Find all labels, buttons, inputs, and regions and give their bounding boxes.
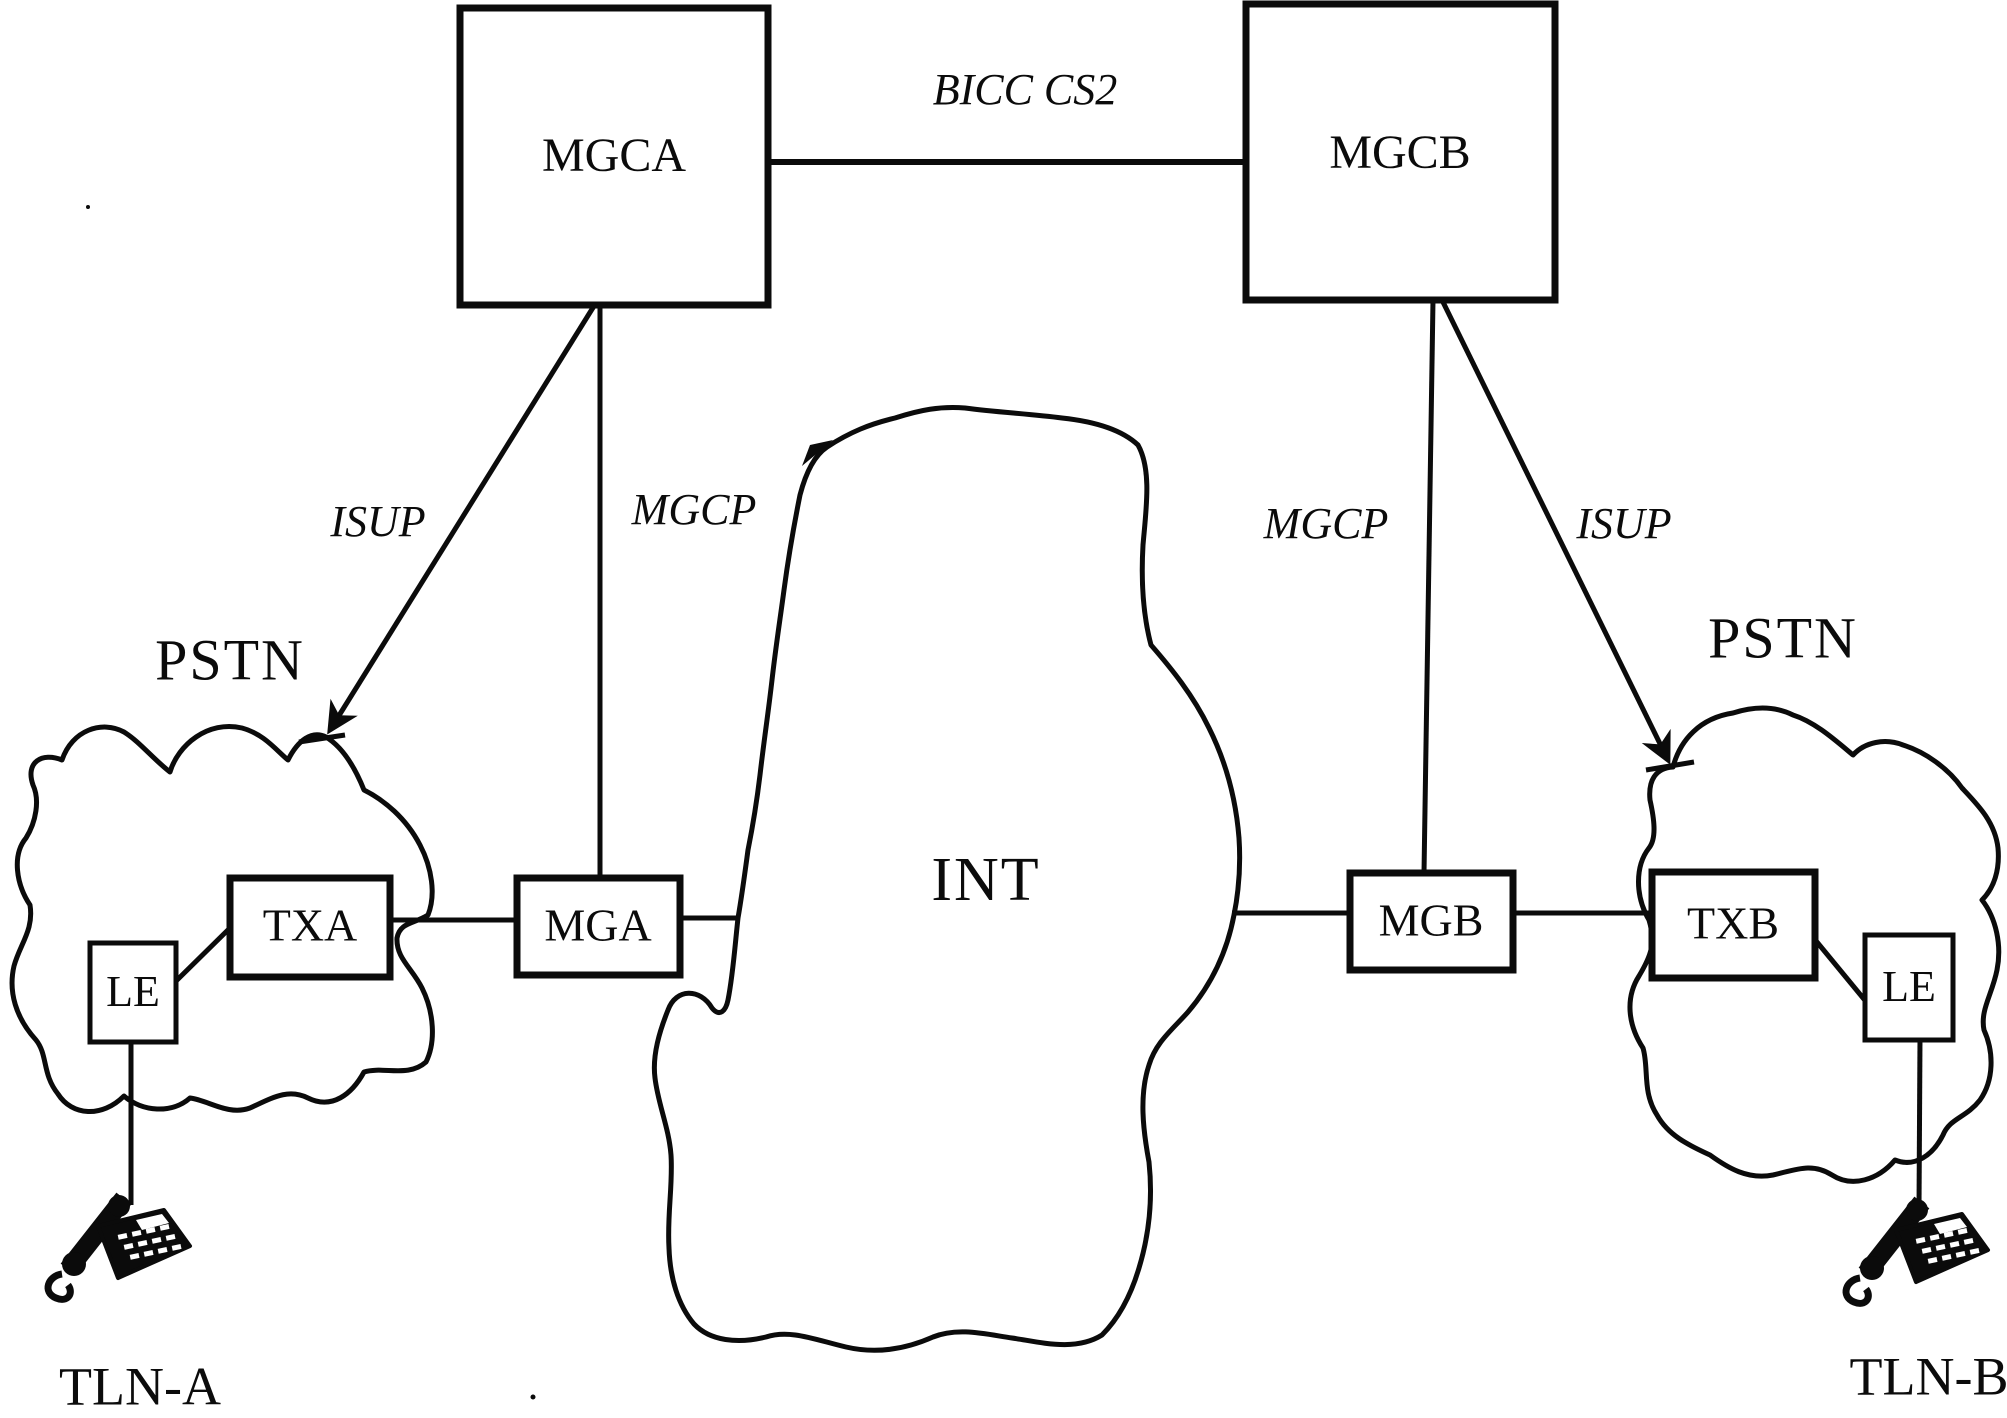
mga-box [513, 874, 684, 979]
isup-b-label: ISUP [1575, 499, 1671, 548]
scan-speck [530, 1394, 536, 1400]
link-isup-b [1439, 298, 1671, 765]
int-cloud-tick [802, 440, 833, 466]
le-a-label: LE [106, 967, 160, 1016]
scan-speck [86, 205, 90, 209]
link-txb-le [1810, 934, 1870, 1006]
link-isup-b-tick [1645, 759, 1695, 773]
mgcp-b-label: MGCP [1263, 499, 1389, 548]
link-le-b-phone [1916, 1037, 1923, 1209]
mgcb-box [1242, 0, 1559, 304]
txb-box [1648, 868, 1819, 982]
txa-label: TXA [263, 900, 358, 951]
mgb-box [1346, 869, 1517, 974]
link-mgcp-b [1421, 299, 1436, 874]
int-label: INT [931, 846, 1040, 914]
bicc-cs2-label: BICC CS2 [933, 65, 1118, 114]
mgca-box [456, 4, 772, 309]
link-isup-a-tick [298, 732, 346, 745]
mga-label: MGA [544, 900, 651, 951]
le-b-label: LE [1882, 962, 1936, 1011]
tln-a-label: TLN-A [59, 1356, 221, 1416]
mgcp-a-label: MGCP [631, 485, 757, 534]
le-a-box [87, 940, 179, 1045]
telephone-icon [1846, 1199, 1988, 1303]
mgb-label: MGB [1379, 895, 1484, 946]
link-le-txa [170, 922, 236, 987]
le-b-box [1862, 932, 1956, 1043]
isup-a-label: ISUP [329, 497, 425, 546]
link-isup-a [327, 304, 597, 735]
int-cloud [651, 405, 1243, 1353]
telephone-icon [48, 1195, 190, 1299]
txb-label: TXB [1687, 898, 1779, 949]
tln-b-label: TLN-B [1850, 1346, 2007, 1406]
txa-box [226, 874, 394, 981]
mgca-label: MGCA [542, 129, 686, 182]
mgcb-label: MGCB [1329, 126, 1470, 179]
pstn-a-label: PSTN [155, 627, 305, 692]
pstn-b-label: PSTN [1708, 605, 1858, 670]
